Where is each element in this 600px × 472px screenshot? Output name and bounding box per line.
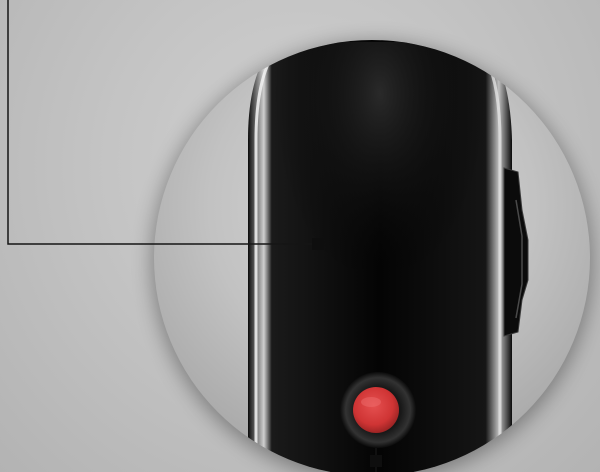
red-button xyxy=(353,387,399,433)
callout-marker-button xyxy=(370,455,382,467)
callout-marker-body xyxy=(312,238,324,250)
red-button-highlight xyxy=(361,397,381,407)
device-closeup xyxy=(248,30,528,472)
